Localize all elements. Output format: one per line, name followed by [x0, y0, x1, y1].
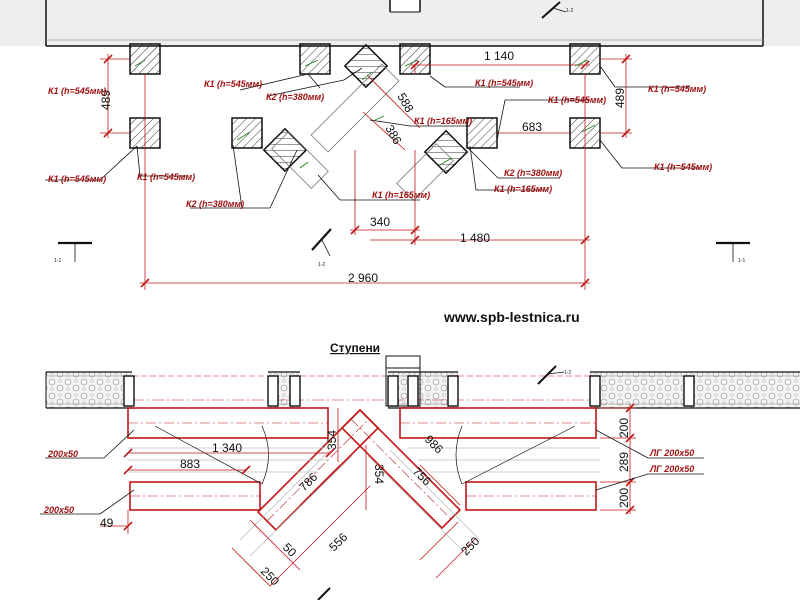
dim-556: 556 [326, 530, 350, 554]
post-k1 [569, 43, 601, 75]
label-k2: К2 (h=380мм) [504, 168, 562, 178]
section-title: Ступени [330, 341, 380, 355]
post-k1 [299, 43, 331, 75]
section-mark-bottom-2 [317, 587, 331, 600]
svg-text:1-1: 1-1 [54, 258, 61, 264]
center-post-top [385, 355, 421, 407]
dim-340: 340 [370, 215, 390, 229]
label-k1: К1 (h=545мм) [475, 78, 533, 88]
section-marker-1-2-mid: 1-2 [311, 228, 332, 268]
door-swing-arcs [154, 425, 576, 485]
bottom-wall [45, 370, 800, 410]
label-k1: К1 (h=545мм) [548, 95, 606, 105]
bottom-centerlines [128, 418, 596, 522]
label-lg-left-top: 200х50 [47, 449, 78, 459]
top-leaders-dark [45, 65, 700, 209]
label-lg-left-bottom: 200х50 [43, 505, 74, 515]
top-leaders [134, 59, 596, 169]
dim-683: 683 [522, 120, 542, 134]
dim-250-a: 250 [258, 564, 282, 588]
label-k2: К2 (h=380мм) [186, 199, 244, 209]
top-wall [0, 0, 800, 47]
section-mark-bottom: 1-2 [537, 365, 571, 385]
tread-lines [128, 447, 600, 557]
label-k1: К1 (h=545мм) [48, 86, 106, 96]
label-lg-right-bottom: ЛГ 200х50 [649, 464, 694, 474]
label-k1: К1 (h=545мм) [137, 172, 195, 182]
dim-354-b: 354 [372, 464, 386, 484]
dim-883: 883 [180, 457, 200, 471]
svg-text:1-2: 1-2 [564, 370, 571, 376]
section-marker-1-1-right: 1-1 [716, 241, 750, 264]
post-k2 [262, 127, 308, 173]
dim-986: 986 [422, 432, 446, 456]
dim-250-b: 250 [458, 534, 482, 558]
posts-top [129, 43, 601, 175]
dim-200-a: 200 [617, 418, 631, 438]
section-marker-1-1-left: 1-1 [54, 241, 92, 264]
post-k2 [423, 129, 469, 175]
post-k1-165 [466, 117, 498, 149]
label-k1: К1 (h=545мм) [48, 174, 106, 184]
dim-354-a: 354 [325, 430, 339, 450]
dim-386: 386 [382, 123, 404, 148]
dim-1480: 1 480 [460, 231, 490, 245]
label-k1-165: К1 (h=165мм) [372, 190, 430, 200]
cut-label-1-2-top: 1-2 [566, 8, 573, 14]
post-k1 [129, 43, 161, 75]
dim-489-left: 489 [99, 90, 113, 110]
top-stringers-thin [271, 63, 454, 201]
label-k2: К2 (h=380мм) [266, 92, 324, 102]
label-k1: К1 (h=545мм) [204, 79, 262, 89]
dim-200-b: 200 [617, 488, 631, 508]
top-dimension-ticks [103, 54, 631, 288]
bottom-wall-posts [123, 375, 695, 407]
svg-text:1-2: 1-2 [318, 262, 325, 268]
section-cut-mark-1-2-top: 1-2 [541, 1, 573, 19]
label-k1: К1 (h=545мм) [648, 84, 706, 94]
label-k1-165: К1 (h=165мм) [414, 116, 472, 126]
dim-756: 756 [410, 464, 434, 488]
label-lg-right-top: ЛГ 200х50 [649, 448, 694, 458]
dim-50: 50 [280, 540, 300, 560]
bottom-dimension-ticks [123, 403, 635, 531]
bottom-leaders [40, 429, 704, 515]
label-k1-165: К1 (h=165мм) [494, 184, 552, 194]
dim-489-right: 489 [613, 88, 627, 108]
post-k2 [343, 43, 389, 89]
dim-1140: 1 140 [484, 49, 514, 63]
post-k1 [231, 117, 263, 149]
dim-49: 49 [100, 516, 114, 530]
label-k1: К1 (h=545мм) [654, 162, 712, 172]
dim-2960: 2 960 [348, 271, 378, 285]
dim-588: 588 [394, 91, 416, 116]
bottom-dimension-lines [100, 404, 636, 587]
dim-289: 289 [617, 452, 631, 472]
website-url: www.spb-lestnica.ru [443, 309, 580, 325]
svg-text:1-1: 1-1 [738, 258, 745, 264]
dim-1340: 1 340 [212, 441, 242, 455]
